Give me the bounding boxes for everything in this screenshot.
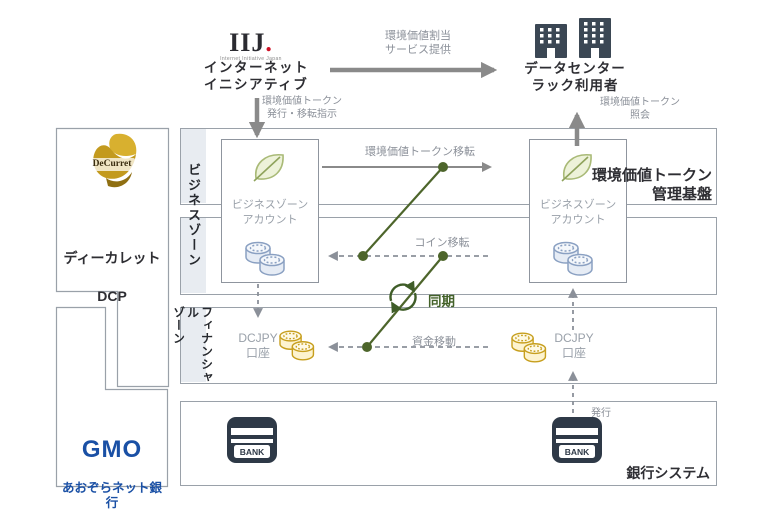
business-zone-band-bottom	[181, 218, 206, 293]
datacenter-users-label: データセンター ラック利用者	[524, 61, 626, 93]
issue-label: 発行	[591, 408, 611, 419]
iij-logo-text: IIJ	[229, 28, 266, 57]
token-mgmt-label: 環境価値トークン 管理基盤	[591, 167, 712, 203]
business-zone-band-top	[181, 129, 206, 203]
financial-box	[180, 307, 717, 384]
buildings-icon	[535, 18, 611, 58]
gmo-logo: GMO	[81, 436, 143, 463]
sync-label: 同期	[428, 294, 455, 309]
business-zone-label: ビジネスゾーン	[186, 162, 201, 268]
iij-name: インターネット イニシアティブ	[204, 60, 309, 92]
decurret-logo-text: DeCurret	[89, 158, 135, 171]
iij-logo-dot: .	[265, 28, 273, 57]
gmo-block: GMO あおぞらネット銀行	[62, 420, 162, 512]
inquiry-label: 環境価値トークン 照会	[600, 97, 680, 121]
service-provide-label: 環境価値割当 サービス提供	[385, 30, 451, 56]
dcjpy-label-left: DCJPY 口座	[238, 331, 278, 360]
decurret-sub: DCP	[97, 288, 127, 304]
decurret-name-line: ディーカレット	[63, 250, 161, 266]
financial-zone-label: フィナンシャル ゾーン	[171, 306, 214, 384]
financial-zone-band	[181, 308, 206, 382]
decurret-name: ディーカレット DCP	[60, 249, 164, 306]
issue-instruction-label: 環境価値トークン 発行・移転指示	[262, 96, 342, 120]
iij-logo: IIJ. Internet Initiative Japan	[220, 12, 282, 80]
gmo-name: あおぞらネット銀行	[62, 481, 163, 510]
bank-system-label: 銀行システム	[626, 465, 710, 481]
coin-transfer-label: コイン移転	[414, 237, 470, 249]
dcjpy-label-right: DCJPY 口座	[554, 331, 594, 360]
account-label-right: ビジネスゾーン アカウント	[539, 199, 617, 226]
token-transfer-label: 環境価値トークン移転	[365, 146, 475, 158]
fund-transfer-label: 資金移動	[412, 336, 456, 348]
iij-tagline: Internet Initiative Japan	[220, 56, 282, 62]
account-label-left: ビジネスゾーン アカウント	[231, 199, 309, 226]
